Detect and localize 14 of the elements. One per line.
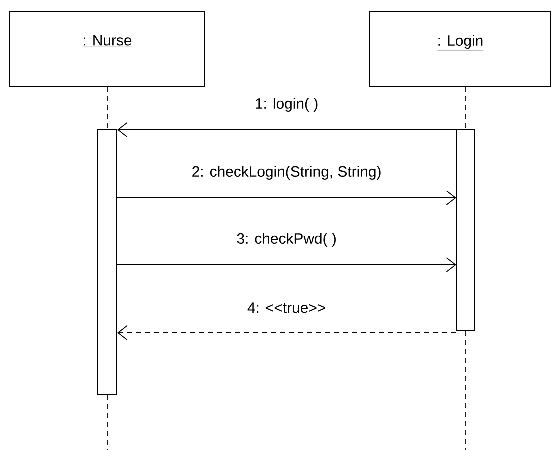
object-box: : Nurse: [10, 12, 206, 88]
edge-label: 2: checkLogin(String, String): [190, 165, 383, 181]
lifeline: [107, 87, 108, 130]
edge-label: 4: <<true>>: [246, 302, 328, 314]
edge-label: 1: login( ): [254, 97, 320, 113]
object-box: : Login: [370, 12, 552, 88]
message-arrow: [118, 326, 457, 340]
message-arrow: [118, 122, 457, 138]
message-arrow: [117, 258, 456, 272]
edge-label: 3: checkPwd( ): [236, 232, 338, 248]
activation-bar: [456, 130, 476, 332]
lifeline: [107, 395, 108, 450]
activation-bar: [98, 130, 118, 396]
message-arrow: [117, 190, 456, 206]
